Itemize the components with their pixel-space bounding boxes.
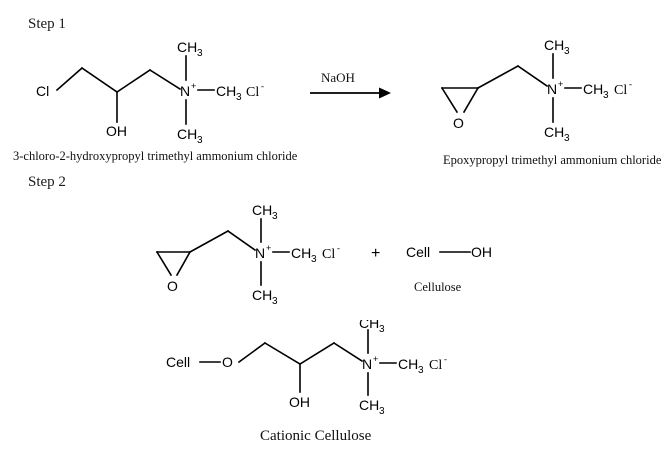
product-2-svg: Cell O OH N + CH 3 CH	[166, 315, 447, 417]
atom-label-ether-oxygen: O	[222, 354, 233, 370]
caption-reactant-1: 3-chloro-2-hydroxypropyl trimethyl ammon…	[13, 149, 298, 163]
atom-label-methyl-right-sub: 3	[603, 90, 609, 101]
caption-product-1: Epoxypropyl trimethyl ammonium chloride	[443, 153, 662, 167]
bond-epoxide-ch2	[188, 229, 230, 254]
atom-label-chloride-charge: -	[337, 243, 340, 253]
atom-label-methyl-top: CH	[177, 39, 197, 55]
bond-c2-c1	[115, 68, 152, 94]
structure-reactant-2b: Cell OH	[400, 230, 530, 275]
atom-label-chloride-charge: -	[444, 354, 447, 364]
atom-label-nitrogen-charge: +	[373, 354, 378, 364]
product-1-svg: O N + CH 3 CH 3 CH 3 Cl -	[440, 37, 632, 144]
atom-label-methyl-right: CH	[398, 356, 418, 372]
atom-label-methyl-bottom-sub: 3	[272, 296, 278, 307]
atom-label-hydroxyl: OH	[106, 123, 127, 139]
bond-epoxide-c-o-right	[175, 250, 192, 277]
bond-c1-n	[148, 68, 182, 91]
caption-final-product: Cationic Cellulose	[260, 428, 372, 444]
arrow-head-icon	[379, 87, 391, 99]
bond-epoxide-c-o-right	[462, 86, 480, 114]
atom-label-methyl-bottom-sub: 3	[379, 406, 385, 417]
atom-label-nitrogen-charge: +	[266, 243, 271, 253]
bond-c3-c2	[80, 66, 119, 94]
atom-label-nitrogen: N	[180, 83, 190, 99]
atom-label-methyl-right-sub: 3	[311, 254, 317, 265]
atom-label-chlorine: Cl	[36, 83, 49, 99]
atom-label-nitrogen-charge: +	[191, 81, 196, 91]
reagent-naoh-label: NaOH	[321, 70, 355, 85]
structure-reactant-2a: O N + CH 3 CH 3 CH 3 Cl - +	[145, 195, 395, 310]
structure-reactant-1: Cl OH N + CH 3 CH 3 CH 3 Cl -	[0, 0, 280, 160]
reactant-1-svg: Cl OH N + CH 3 CH 3 CH 3 Cl -	[36, 39, 264, 146]
atom-label-nitrogen: N	[255, 245, 265, 261]
atom-label-nitrogen: N	[362, 356, 372, 372]
atom-label-methyl-bottom-sub: 3	[564, 133, 570, 144]
bond-c3-c2	[263, 341, 302, 366]
atom-label-methyl-top-sub: 3	[272, 211, 278, 222]
atom-label-chloride-ion: Cl	[429, 358, 442, 373]
atom-label-methyl-top-sub: 3	[564, 46, 570, 57]
bond-o-c3	[237, 341, 267, 364]
atom-label-methyl-top: CH	[544, 37, 564, 53]
structure-product-2: Cell O OH N + CH 3 CH	[150, 315, 490, 425]
atom-label-chloride-ion: Cl	[614, 83, 627, 98]
atom-label-nitrogen-charge: +	[558, 79, 563, 89]
atom-label-chloride-charge: -	[261, 81, 264, 91]
atom-label-hydroxyl: OH	[471, 244, 492, 260]
reaction-arrow-step-1	[305, 84, 395, 104]
atom-label-methyl-right: CH	[216, 83, 236, 99]
bond-cl-c3	[55, 66, 84, 92]
reaction-arrow-svg	[310, 87, 391, 99]
atom-label-chloride-charge: -	[629, 79, 632, 89]
atom-label-chloride-ion: Cl	[322, 247, 335, 262]
atom-label-hydroxyl: OH	[289, 394, 310, 410]
atom-label-methyl-top-sub: 3	[379, 324, 385, 335]
atom-label-methyl-bottom: CH	[544, 124, 564, 140]
atom-label-methyl-top: CH	[359, 320, 379, 331]
reactant-2a-svg: O N + CH 3 CH 3 CH 3 Cl - +	[155, 202, 380, 307]
step-2-label: Step 2	[28, 174, 66, 190]
plus-sign-step-2: +	[371, 245, 380, 262]
atom-label-methyl-right: CH	[583, 81, 603, 97]
atom-label-methyl-top-sub: 3	[197, 48, 203, 59]
bond-ch2-n	[516, 64, 549, 88]
caption-cellulose: Cellulose	[414, 280, 462, 294]
atom-label-methyl-bottom: CH	[252, 287, 272, 303]
bond-epoxide-c-o-left	[440, 86, 459, 114]
bond-epoxide-ch2	[476, 64, 520, 90]
atom-label-methyl-bottom: CH	[359, 397, 379, 413]
atom-label-methyl-right-sub: 3	[236, 92, 242, 103]
atom-label-methyl-right-sub: 3	[418, 365, 424, 376]
step-1-label: Step 1	[28, 16, 66, 32]
bond-c2-c1	[298, 341, 336, 366]
atom-label-methyl-top: CH	[252, 202, 272, 218]
bond-c1-n	[332, 341, 364, 363]
bond-epoxide-c-o-left	[155, 250, 173, 277]
atom-label-nitrogen: N	[547, 81, 557, 97]
bond-ch2-n	[226, 229, 257, 252]
atom-label-cell: Cell	[406, 244, 430, 260]
atom-label-methyl-right: CH	[291, 245, 311, 261]
atom-label-methyl-bottom-sub: 3	[197, 135, 203, 146]
atom-label-epoxide-oxygen: O	[167, 278, 178, 294]
atom-label-epoxide-oxygen: O	[453, 115, 464, 131]
atom-label-cell: Cell	[166, 354, 190, 370]
reactant-2b-svg: Cell OH	[406, 244, 492, 260]
atom-label-chloride-ion: Cl	[246, 85, 259, 100]
structure-product-1: O N + CH 3 CH 3 CH 3 Cl -	[420, 0, 666, 160]
atom-label-methyl-bottom: CH	[177, 126, 197, 142]
